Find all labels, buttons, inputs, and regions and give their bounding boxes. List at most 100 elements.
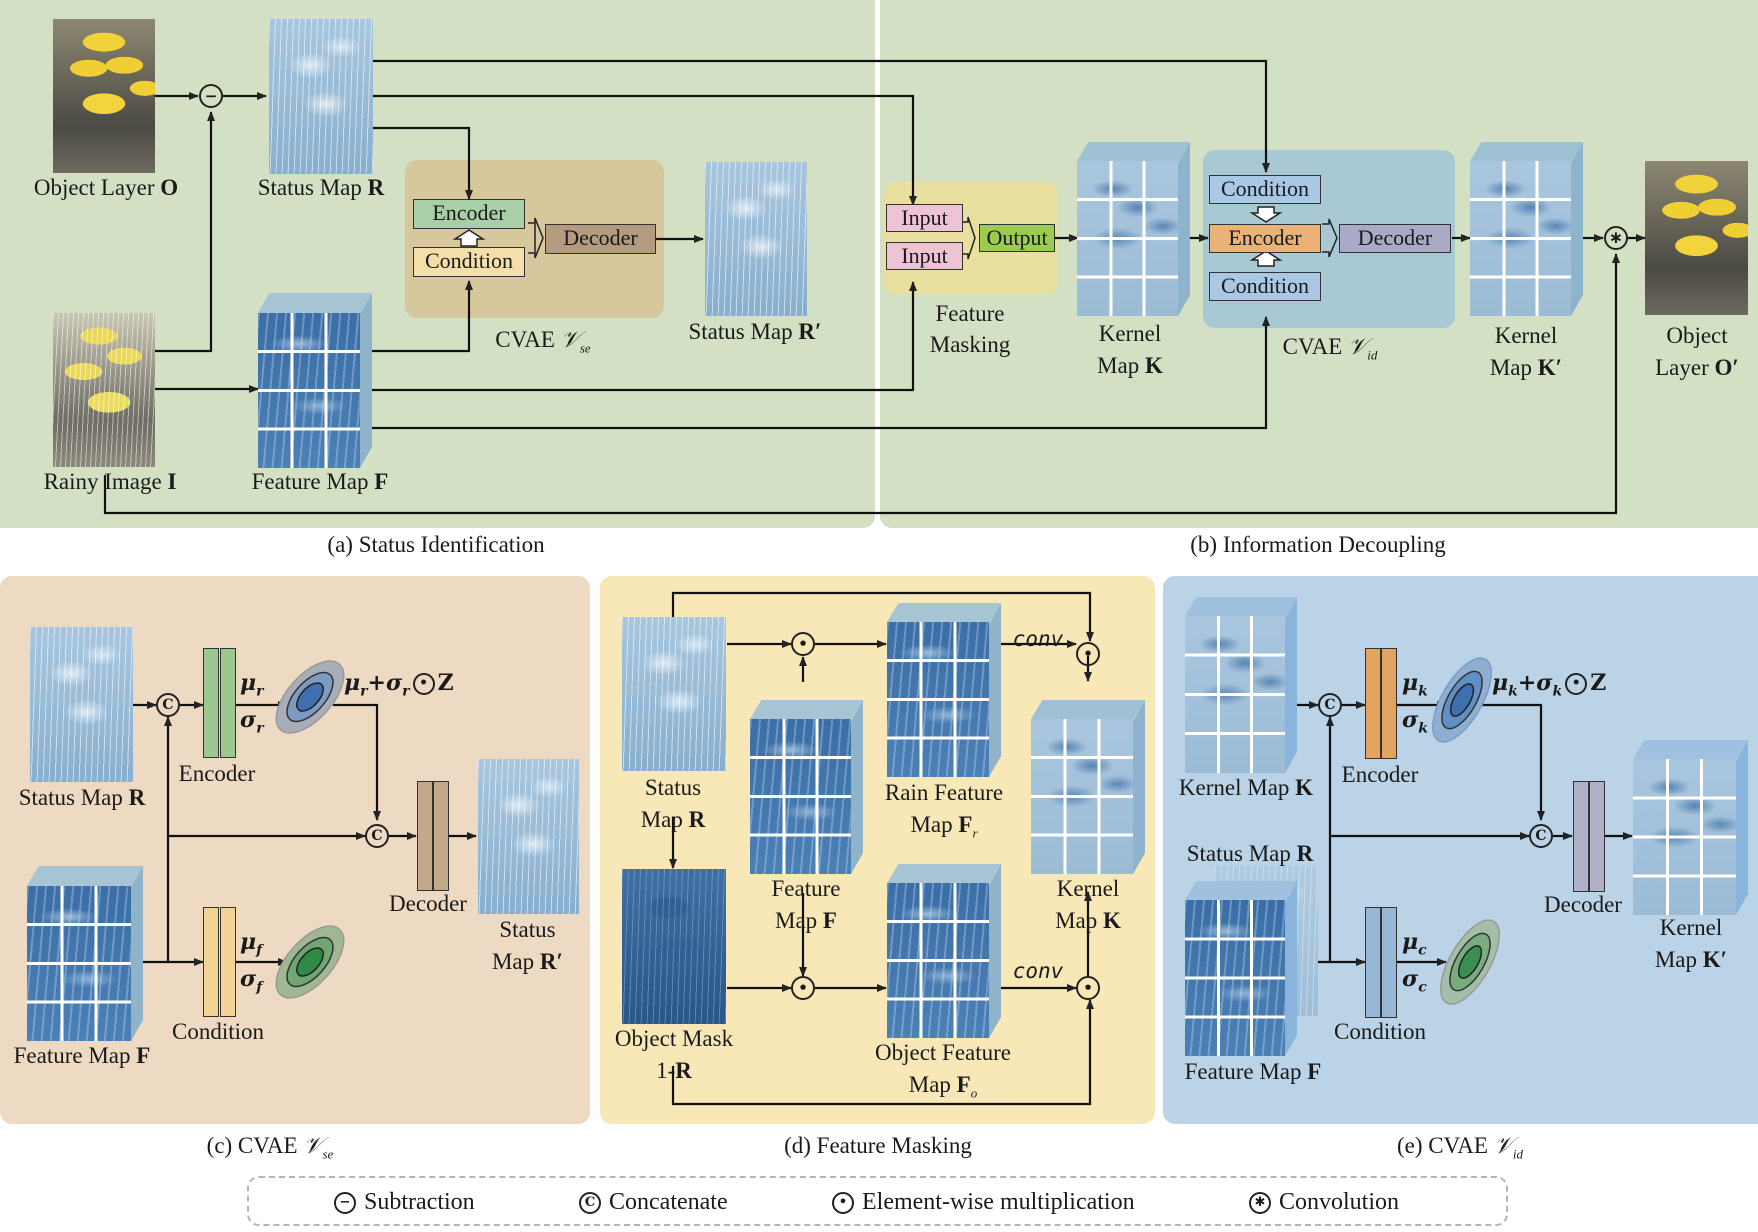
d-mult-icon-kernel-top: • (1076, 642, 1100, 666)
e-kernel-map-k-label: Kernel Map K (1178, 775, 1314, 800)
e-sigma-k: σk (1402, 707, 1428, 737)
d-object-feature-map-label: Object Feature Map Fo (874, 1040, 1012, 1101)
status-map-r-label: Status Map R (257, 175, 385, 200)
subtraction-operator-icon: − (199, 84, 223, 108)
decoder-id-block: Decoder (1339, 224, 1451, 253)
concatenate-icon: C (579, 1192, 601, 1215)
e-condition-bar-2 (1381, 907, 1397, 1018)
e-condition-bar-1 (1365, 907, 1381, 1018)
caption-panel-d: (d) Feature Masking (784, 1133, 972, 1158)
e-encoder-bar-2 (1381, 648, 1397, 759)
c-mu-f: μf (240, 929, 263, 959)
subtraction-icon: − (334, 1192, 356, 1215)
d-conv-label-bottom: conv (1012, 959, 1064, 983)
kernel-map-k-label: Kernel Map K (1097, 321, 1163, 378)
e-kernel-map-k-prime-label: Kernel Map K′ (1654, 915, 1728, 972)
c-status-map-r-prime-image (478, 759, 579, 914)
condition-id-top-block: Condition (1209, 175, 1321, 204)
caption-panel-e: (e) CVAE 𝒱id (1397, 1133, 1523, 1162)
c-encoder-bar-1 (203, 648, 219, 758)
legend-item-convolution: ✱Convolution (1249, 1189, 1399, 1216)
d-kernel-map-k-cube (1031, 700, 1145, 874)
rainy-image (53, 313, 155, 467)
convolution-operator-icon: ∗ (1604, 226, 1628, 250)
e-kernel-map-k-prime-cube (1633, 740, 1748, 915)
object-layer-label: Object Layer O (33, 175, 179, 200)
e-sigma-c: σc (1402, 966, 1427, 996)
output-block: Output (979, 224, 1055, 252)
e-kernel-map-k-cube (1185, 597, 1297, 773)
input-block-2: Input (886, 242, 963, 270)
encoder-id-block: Encoder (1209, 224, 1321, 253)
e-encoder-label: Encoder (1341, 762, 1419, 787)
e-reparam-formula: μk+σk•Z (1492, 670, 1607, 700)
caption-panel-b: (b) Information Decoupling (1190, 532, 1446, 557)
e-decoder-bar-2 (1589, 781, 1605, 892)
d-feature-map-f-cube (750, 700, 863, 874)
c-decoder-label: Decoder (389, 891, 467, 916)
c-concat-icon-1: C (156, 693, 180, 717)
e-encoder-bar-1 (1365, 648, 1381, 759)
e-mu-c: μc (1402, 929, 1427, 959)
convolution-icon: ✱ (1249, 1192, 1271, 1215)
kernel-map-k-prime-cube (1470, 142, 1583, 316)
d-mult-icon-kernel-bottom: • (1076, 976, 1100, 1000)
status-map-r-prime-image (705, 162, 807, 316)
legend-item-subtraction: −Subtraction (334, 1189, 475, 1216)
e-feature-map-f-label: Feature Map F (1184, 1059, 1322, 1084)
status-map-r-image (269, 19, 373, 174)
encoder-se-block: Encoder (413, 199, 525, 229)
decoder-se-block: Decoder (545, 224, 656, 254)
e-concat-icon-2: C (1529, 824, 1553, 848)
d-status-map-r-label: Status Map R (640, 775, 706, 832)
c-feature-map-f-cube (27, 866, 143, 1041)
status-map-r-prime-label: Status Map R′ (688, 319, 822, 344)
c-reparam-formula: μr+σr•Z (344, 670, 454, 700)
c-condition-bar-2 (220, 907, 236, 1017)
rainy-image-label: Rainy Image I (43, 469, 177, 494)
input-block-1: Input (886, 204, 963, 232)
d-object-mask-image (622, 869, 726, 1024)
kernel-map-k-cube (1077, 142, 1190, 316)
feature-map-f-label: Feature Map F (251, 469, 389, 494)
d-object-mask-label: Object Mask 1-R (614, 1026, 734, 1083)
condition-se-block: Condition (413, 247, 525, 277)
c-decoder-bar-1 (417, 781, 433, 891)
c-condition-label: Condition (171, 1019, 264, 1044)
c-status-map-r-image (30, 627, 133, 782)
condition-id-bottom-block: Condition (1209, 272, 1321, 301)
d-rain-feature-map-cube (887, 603, 1001, 777)
c-decoder-bar-2 (433, 781, 449, 891)
caption-panel-c: (c) CVAE 𝒱se (206, 1133, 334, 1162)
d-mult-icon-object: • (791, 976, 815, 1000)
caption-panel-a: (a) Status Identification (327, 532, 545, 557)
d-feature-map-f-label: Feature Map F (771, 876, 841, 933)
c-status-map-r-prime-label: Status Map R′ (491, 917, 563, 974)
cvae-se-label: CVAE 𝒱se (495, 327, 591, 356)
d-conv-label-top: conv (1012, 627, 1064, 651)
d-object-feature-map-cube (887, 864, 1001, 1038)
object-layer-o-prime-image (1645, 161, 1748, 315)
object-layer-o-prime-label: Object Layer O′ (1655, 323, 1739, 380)
feature-map-f-cube (258, 293, 372, 468)
c-sigma-f: σf (240, 966, 263, 996)
c-mu-r: μr (240, 670, 264, 700)
d-mult-icon-rain: • (791, 632, 815, 656)
c-sigma-r: σr (240, 707, 264, 737)
e-decoder-bar-1 (1573, 781, 1589, 892)
c-encoder-bar-2 (220, 648, 236, 758)
e-feature-map-f-cube (1185, 881, 1297, 1056)
e-status-map-r-label: Status Map R (1186, 841, 1314, 866)
d-status-map-r-image (622, 617, 726, 771)
c-feature-map-f-label: Feature Map F (13, 1043, 151, 1068)
feature-masking-label: Feature Masking (929, 301, 1011, 357)
cvae-id-label: CVAE 𝒱id (1282, 334, 1378, 363)
c-status-map-r-label: Status Map R (18, 785, 146, 810)
e-condition-label: Condition (1333, 1019, 1426, 1044)
e-mu-k: μk (1402, 670, 1428, 700)
c-condition-bar-1 (203, 907, 219, 1017)
object-layer-image (53, 19, 155, 173)
